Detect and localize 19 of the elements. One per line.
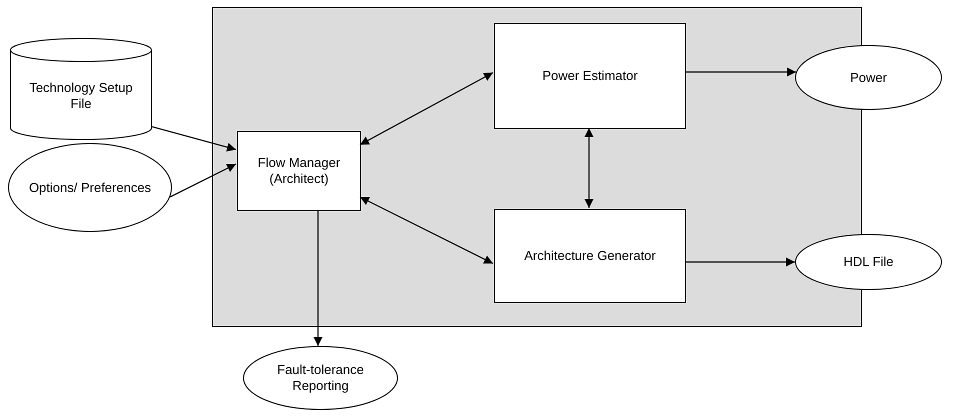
node-label: Fault-tolerance Reporting bbox=[276, 362, 365, 394]
arrow bbox=[685, 258, 795, 266]
process-box bbox=[237, 131, 361, 211]
process-box bbox=[494, 209, 686, 303]
node-label: Options/ Preferences bbox=[28, 180, 152, 196]
arrow bbox=[584, 128, 594, 208]
node-label: Flow Manager (Architect) bbox=[256, 155, 342, 187]
arrow bbox=[360, 72, 494, 146]
process-box bbox=[494, 23, 686, 129]
node-label: Technology Setup File bbox=[28, 80, 134, 112]
node-label: HDL File bbox=[843, 254, 894, 270]
arrow bbox=[685, 68, 796, 76]
arrow bbox=[170, 163, 236, 198]
arrow bbox=[314, 210, 322, 346]
arrow bbox=[152, 126, 236, 152]
node-label: Power Estimator bbox=[542, 68, 638, 84]
node-label: Power bbox=[850, 70, 887, 86]
arrow bbox=[360, 196, 494, 264]
node-label: Architecture Generator bbox=[524, 248, 656, 264]
